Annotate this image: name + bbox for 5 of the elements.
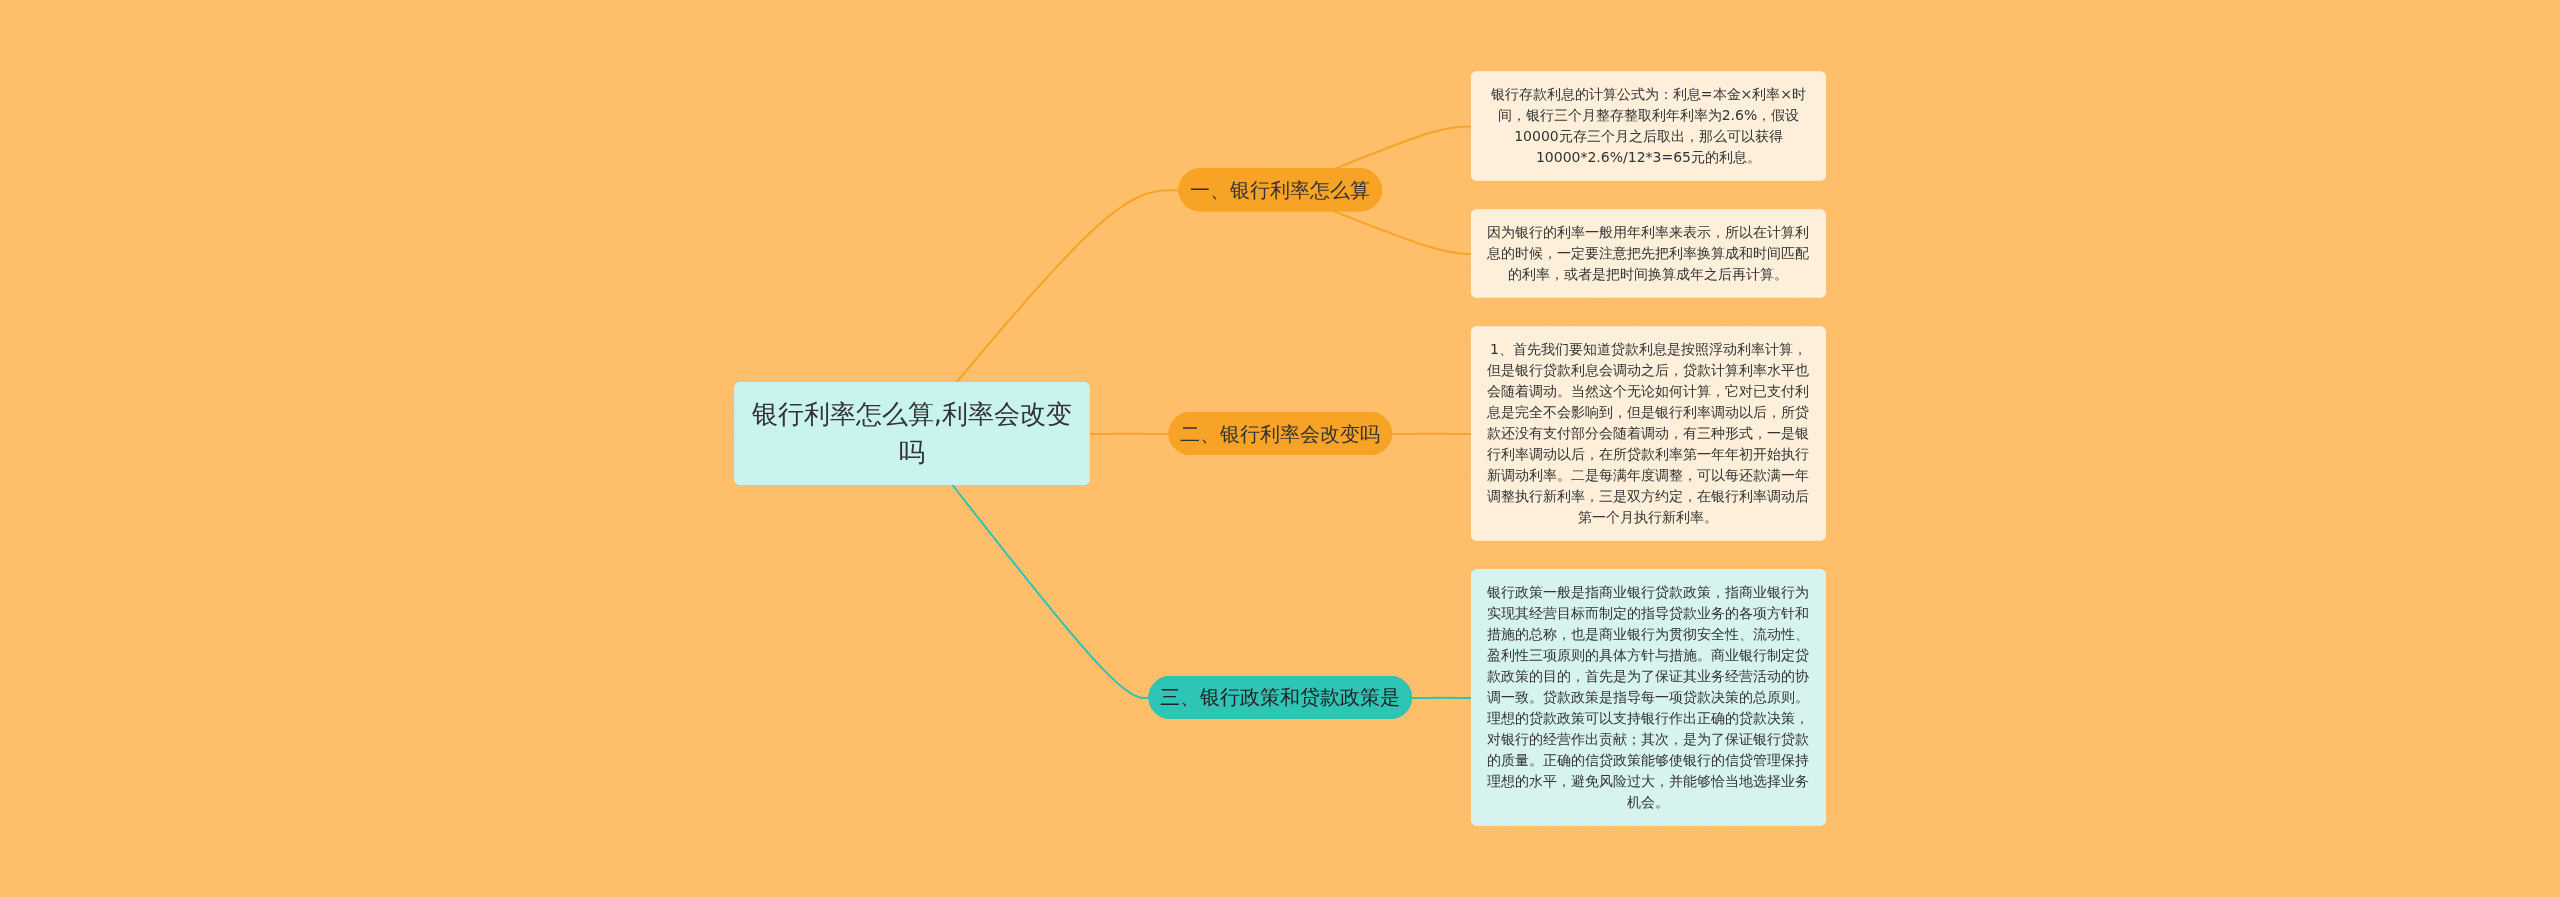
connector [1410,696,1473,699]
connector [951,484,1151,699]
connector [1088,432,1171,435]
connector [1332,210,1473,255]
connector [1390,432,1473,435]
